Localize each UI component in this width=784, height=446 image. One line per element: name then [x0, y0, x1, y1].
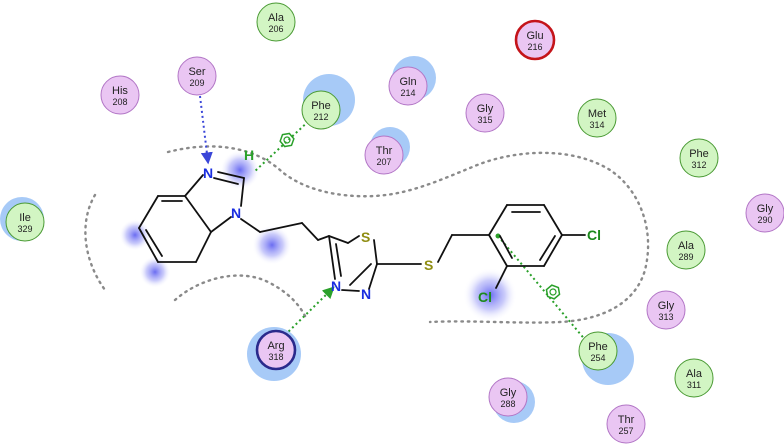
residue-number: 214 — [400, 88, 415, 98]
residue-number: 212 — [313, 112, 328, 122]
residue-number: 313 — [658, 312, 673, 322]
residue-disk — [646, 290, 686, 330]
residue-number: 206 — [268, 24, 283, 34]
residue-name: Met — [588, 108, 606, 120]
residue-disk — [674, 358, 714, 398]
residue-disk — [177, 56, 217, 96]
residue-name: Ala — [686, 368, 703, 380]
residue-name: Ser — [188, 66, 205, 78]
residue-name: Ala — [678, 240, 695, 252]
residue-number: 216 — [527, 42, 542, 52]
pocket-boundary — [84, 145, 650, 324]
residue-name: Glu — [526, 30, 543, 42]
pi-symbol-phe254 — [545, 284, 561, 300]
residue-name: Ile — [19, 212, 31, 224]
pi-symbol-phe212 — [279, 132, 295, 148]
residue-number: 207 — [376, 157, 391, 167]
residue-disk — [745, 193, 784, 233]
pi-centroid-dot — [495, 233, 501, 239]
residue-disk — [256, 2, 296, 42]
residue-number: 314 — [589, 120, 604, 130]
atom-hydrogen: H — [244, 147, 254, 163]
residue-name: Gly — [658, 300, 675, 312]
residue-name: Gly — [757, 203, 774, 215]
residue-number: 290 — [757, 215, 772, 225]
atom-n-thiadiazole-2: N — [361, 286, 371, 302]
hbond-ser209 — [199, 95, 213, 165]
residue-number: 209 — [189, 78, 204, 88]
residue-number: 208 — [112, 97, 127, 107]
residue-name: Gly — [477, 103, 494, 115]
residue-number: 329 — [17, 224, 32, 234]
residue-disk — [465, 93, 505, 133]
ligand-bonds — [138, 171, 586, 292]
residue-name: Thr — [618, 414, 635, 426]
residue-disk — [255, 329, 297, 371]
residue-number: 311 — [687, 380, 701, 390]
residue-disk — [488, 377, 528, 417]
residue-number: 257 — [618, 426, 633, 436]
residue-disk — [5, 202, 45, 242]
residue-disk — [388, 66, 428, 106]
residue-name: Gln — [399, 76, 416, 88]
ligand-atoms: N N H S S N N Cl Cl — [203, 147, 601, 305]
residue-disk — [514, 19, 556, 61]
residue-number: 254 — [590, 353, 605, 363]
residue-name: Ala — [268, 12, 285, 24]
atom-cl-ortho: Cl — [478, 289, 492, 305]
atom-n-imidazole: N — [203, 165, 213, 181]
residue-disk — [301, 90, 341, 130]
atom-n-thiadiazole-1: N — [331, 278, 341, 294]
residue-name: Thr — [376, 145, 393, 157]
atom-cl-para: Cl — [587, 227, 601, 243]
residue-number: 318 — [268, 352, 283, 362]
pi-pi-phe254 — [497, 235, 593, 349]
solvent-exposure-glows — [119, 150, 517, 322]
residue-name: Gly — [500, 387, 517, 399]
residue-name: Phe — [588, 341, 608, 353]
pi-h-phe212 — [253, 117, 313, 173]
residue-disk — [679, 138, 719, 178]
residue-disk — [364, 135, 404, 175]
residue-disk — [100, 75, 140, 115]
residue-name: Phe — [311, 100, 331, 112]
residue-name: Phe — [689, 148, 709, 160]
residue-number: 312 — [691, 160, 706, 170]
atom-s-linker: S — [424, 257, 433, 273]
interactions — [199, 95, 593, 349]
residue-disk — [578, 331, 618, 371]
residue-number: 288 — [500, 399, 515, 409]
atom-n-benzimidazole: N — [231, 205, 241, 221]
atom-s-ring: S — [361, 229, 370, 245]
residue-disk — [577, 98, 617, 138]
residue-name: Arg — [267, 340, 284, 352]
residue-name: His — [112, 85, 128, 97]
residue-disk — [606, 404, 646, 444]
residue-number: 315 — [477, 115, 492, 125]
hbond-arg318 — [284, 286, 335, 336]
residue-disk — [666, 230, 706, 270]
residue-number: 289 — [678, 252, 693, 262]
